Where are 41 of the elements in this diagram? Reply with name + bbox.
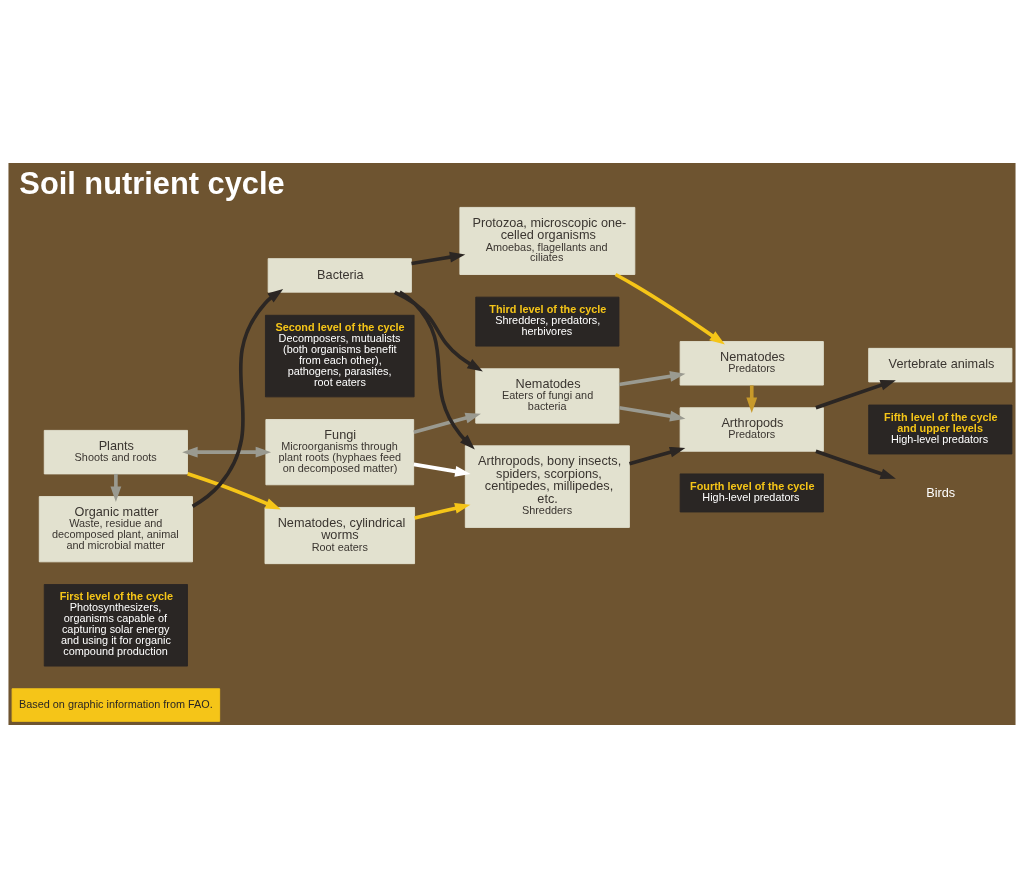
arrow (411, 251, 466, 266)
arrow (191, 289, 284, 508)
label: Second level of the cycle (275, 321, 405, 334)
node-box: Organic matter Waste, residue and decomposed plant, animal and microbial matter (38, 496, 193, 563)
arrow (413, 412, 481, 434)
label: Photosynthesizers, organisms capable of capturing solar energy and using it for organic compound production (61, 601, 171, 657)
arrow (746, 385, 758, 413)
node-box: Vertebrate animals (868, 347, 1013, 383)
node-box: Nematodes Predators (679, 341, 824, 386)
arrow (618, 405, 686, 422)
node-box: Plants Shoots and roots (43, 429, 188, 475)
arrow (414, 503, 471, 520)
node-box: Bacteria (267, 258, 412, 293)
node-box: Arthropods Predators (679, 407, 824, 452)
arrow (110, 473, 122, 502)
label: Decomposers, mutualists (both organisms benefit from each other), pathogens, parasites, root eaters (278, 332, 401, 388)
node-box: Nematodes Eaters of fungi and bacteria (475, 368, 620, 424)
node-box: Arthropods, bony insects, spiders, scorpions, centipedes, millipedes, etc. Shredders (464, 445, 630, 528)
label: Shredders, predators, herbivores (495, 313, 601, 337)
arrow (394, 290, 483, 372)
arrow (187, 471, 281, 510)
arrow (614, 272, 725, 345)
label: High-level predators (890, 432, 989, 445)
diagram-title: Soil nutrient cycle (19, 166, 285, 201)
label: High-level predators (702, 490, 800, 503)
arrow (815, 449, 896, 479)
arrow (398, 290, 475, 450)
arrow (413, 462, 471, 477)
label: Fifth level of the cycle and upper levels (884, 410, 998, 434)
label: First level of the cycle (59, 590, 174, 603)
arrow (182, 446, 272, 458)
arrow (618, 371, 686, 387)
arrow (815, 380, 896, 410)
caption: Based on graphic information from FAO. (19, 697, 213, 710)
node-box: Protozoa, microscopic one-celled organisms Amoebas, flagellants and ciliates (459, 206, 636, 275)
node-box: Nematodes, cylindrical worms Root eaters (264, 507, 415, 565)
arrow (629, 446, 686, 466)
node-box: Fungi Microorganisms through plant roots (hyphaes feed on decomposed matter) (265, 419, 415, 486)
node-text: Birds (926, 486, 956, 501)
label: Fourth level of the cycle (690, 479, 815, 492)
label: Third level of the cycle (489, 303, 607, 316)
